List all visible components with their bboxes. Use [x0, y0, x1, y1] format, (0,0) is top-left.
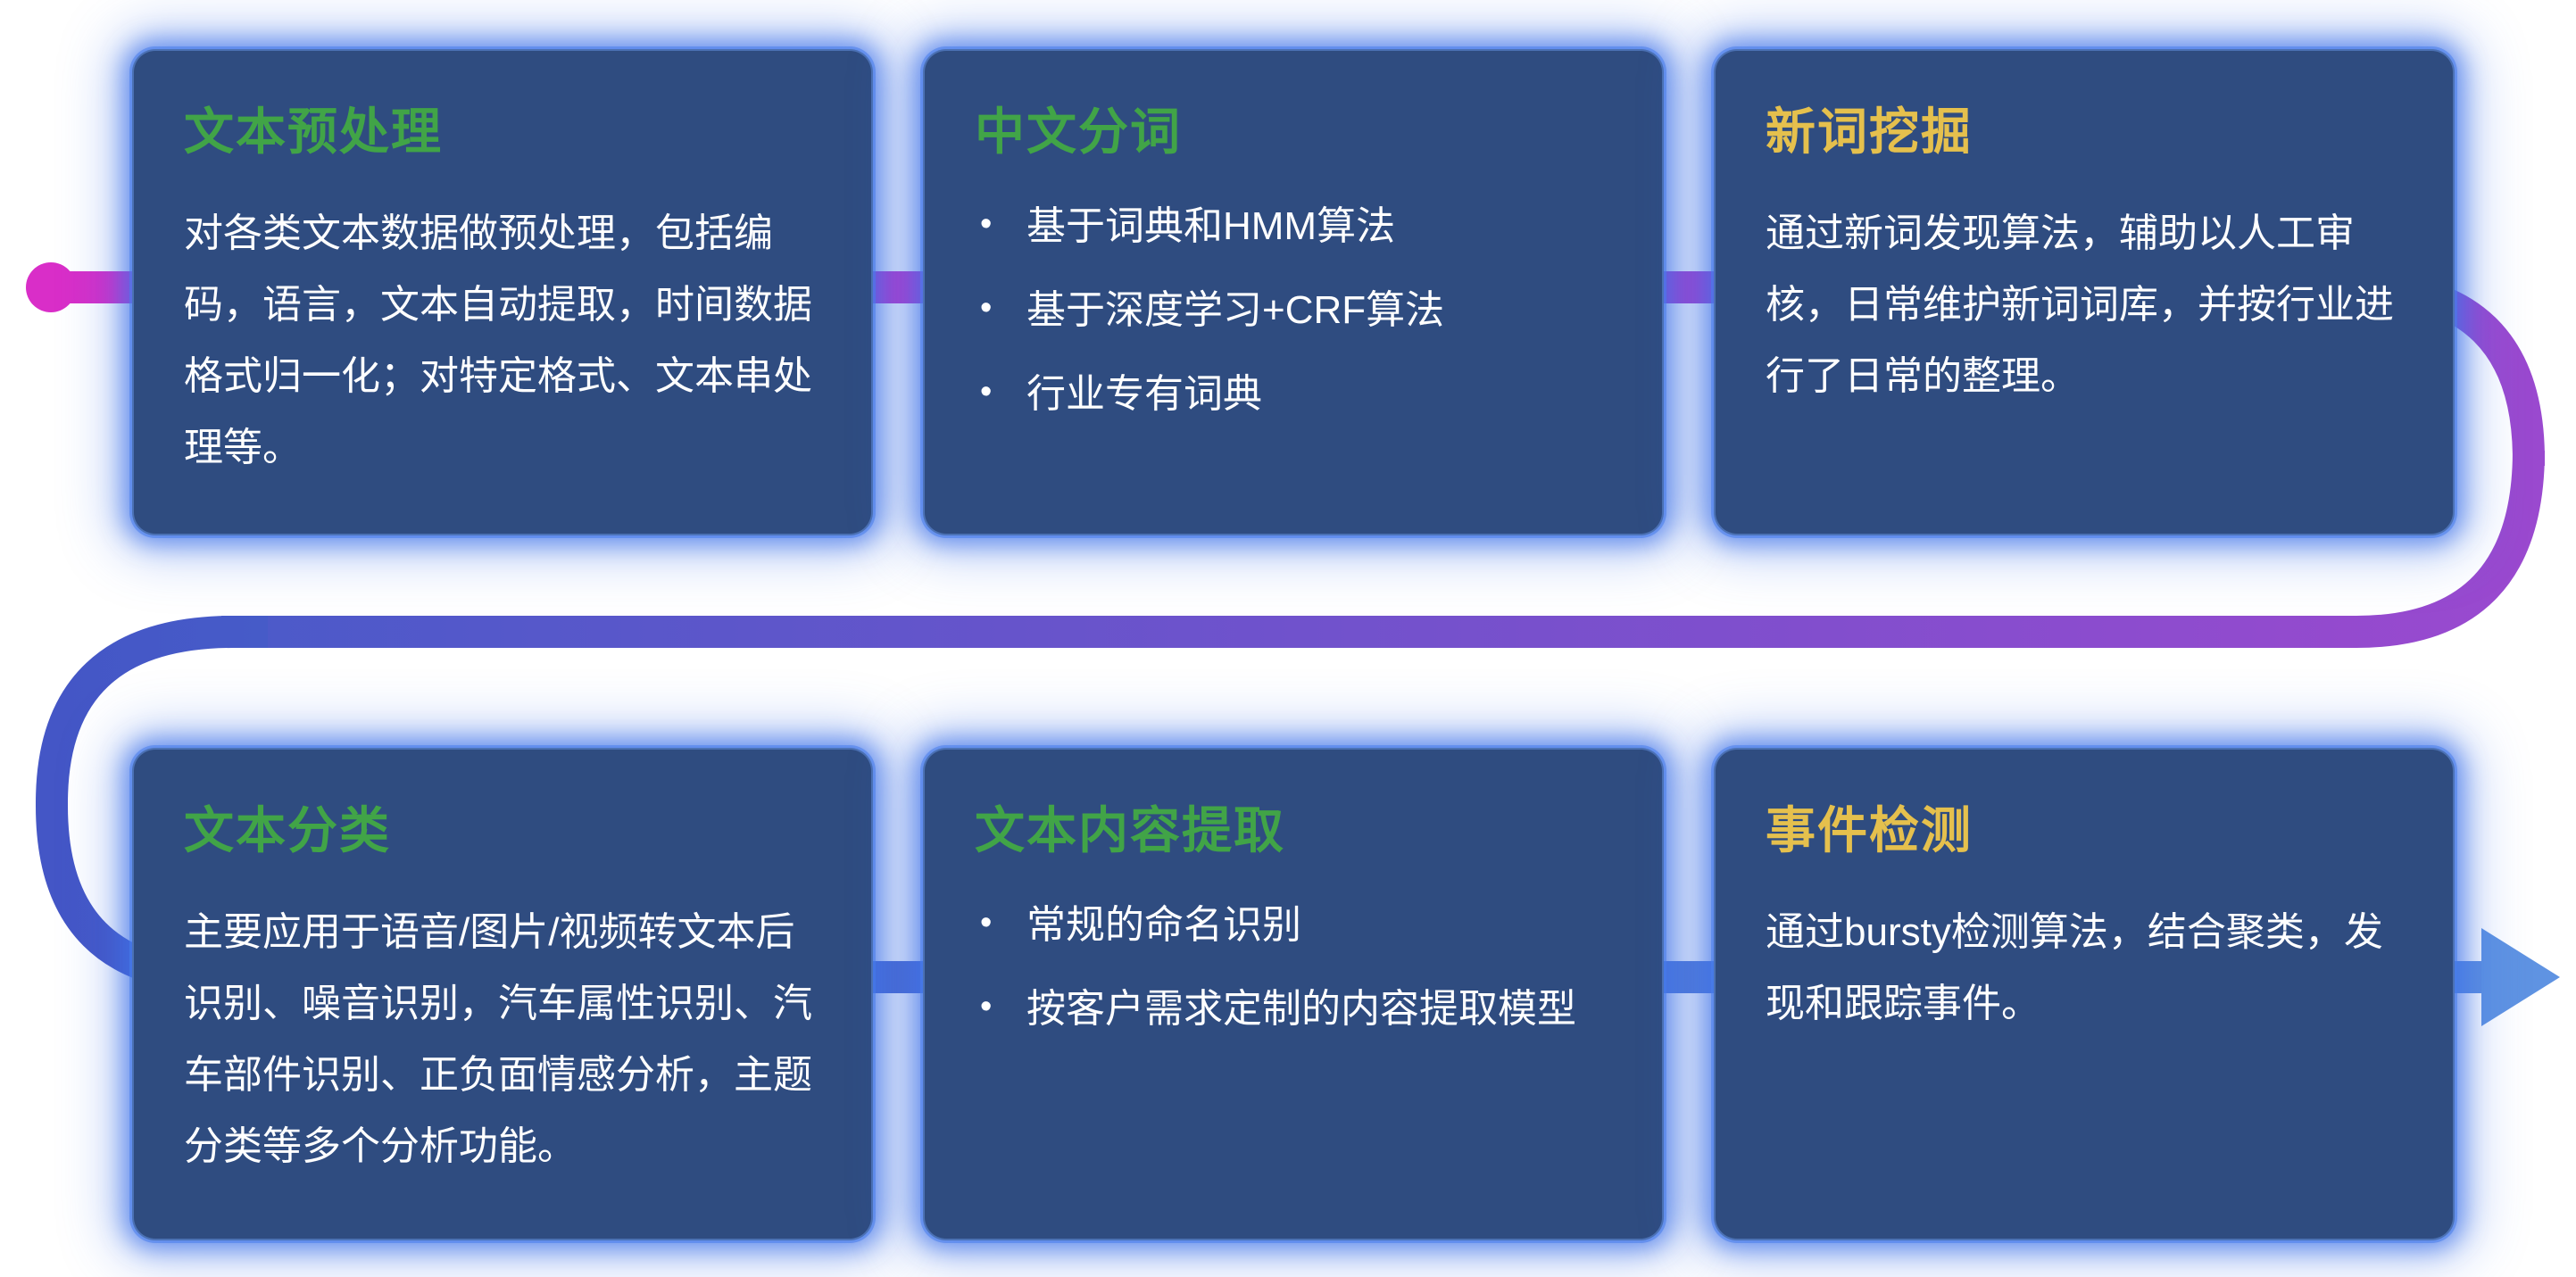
card-body: 对各类文本数据做预处理，包括编码，语言，文本自动提取，时间数据格式归一化；对特定… [184, 211, 812, 470]
card-body: 通过bursty检测算法，结合聚类，发现和跟踪事件。 [1766, 910, 2383, 1026]
card-title: 中文分词 [975, 104, 1182, 160]
bullet-item: 常规的命名识别 [975, 897, 1612, 954]
card-title: 事件检测 [1766, 802, 1973, 858]
card-body: 主要应用于语音/图片/视频转文本后识别、噪音识别，汽车属性识别、汽车部件识别、正… [184, 910, 812, 1169]
card-title: 文本分类 [184, 802, 391, 858]
bullet-item: 按客户需求定制的内容提取模型 [975, 981, 1612, 1038]
card-row-bottom: 文本分类 主要应用于语音/图片/视频转文本后识别、噪音识别，汽车属性识别、汽车部… [132, 748, 2455, 1240]
bullet-item: 基于词典和HMM算法 [975, 198, 1612, 255]
flow-end-arrow-icon [2481, 928, 2560, 1026]
bullet-item: 基于深度学习+CRF算法 [975, 282, 1612, 339]
card-new-word-mining: 新词挖掘 通过新词发现算法，辅助以人工审核，日常维护新词词库，并按行业进行了日常… [1714, 49, 2455, 535]
card-title: 文本内容提取 [975, 802, 1285, 858]
card-chinese-word-segmentation: 中文分词 基于词典和HMM算法 基于深度学习+CRF算法 行业专有词典 [923, 49, 1664, 535]
card-body: 通过新词发现算法，辅助以人工审核，日常维护新词词库，并按行业进行了日常的整理。 [1766, 211, 2394, 399]
card-row-top: 文本预处理 对各类文本数据做预处理，包括编码，语言，文本自动提取，时间数据格式归… [132, 49, 2455, 535]
flow-start-dot-icon [26, 262, 76, 312]
card-title: 新词挖掘 [1766, 104, 1973, 160]
card-bullet-list: 常规的命名识别 按客户需求定制的内容提取模型 [975, 897, 1612, 1038]
card-text-classification: 文本分类 主要应用于语音/图片/视频转文本后识别、噪音识别，汽车属性识别、汽车部… [132, 748, 873, 1240]
card-title: 文本预处理 [184, 104, 443, 160]
card-bullet-list: 基于词典和HMM算法 基于深度学习+CRF算法 行业专有词典 [975, 198, 1612, 422]
card-text-preprocessing: 文本预处理 对各类文本数据做预处理，包括编码，语言，文本自动提取，时间数据格式归… [132, 49, 873, 535]
bullet-item: 行业专有词典 [975, 366, 1612, 423]
flow-segment-middle [221, 450, 2545, 648]
card-text-content-extraction: 文本内容提取 常规的命名识别 按客户需求定制的内容提取模型 [923, 748, 1664, 1240]
card-event-detection: 事件检测 通过bursty检测算法，结合聚类，发现和跟踪事件。 [1714, 748, 2455, 1240]
